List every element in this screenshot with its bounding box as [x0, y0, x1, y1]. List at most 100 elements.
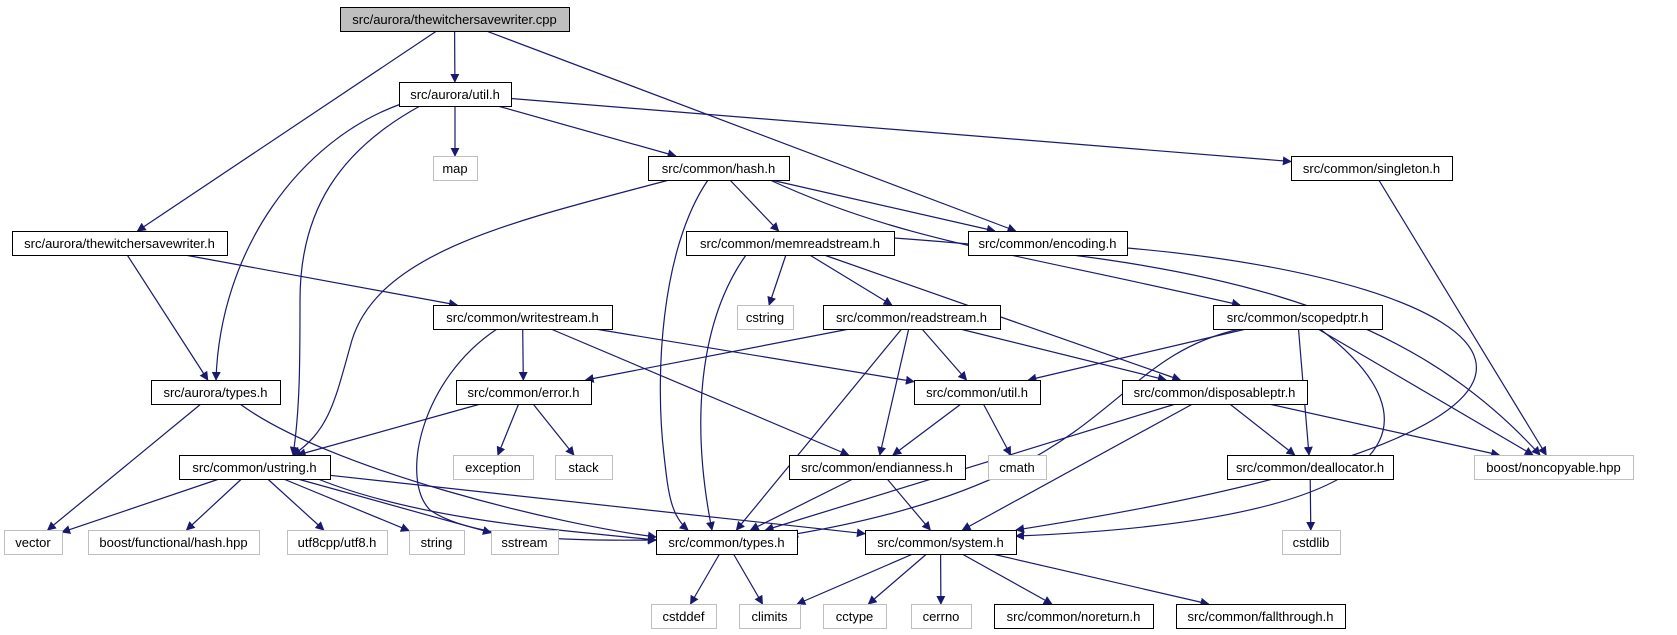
node-box: [399, 82, 512, 107]
node-box: [12, 231, 228, 256]
node-exception: exception: [453, 455, 534, 480]
edge-ustring-to-string: [283, 478, 410, 532]
node-sstream: sstream: [491, 530, 559, 555]
node-label: cctype: [836, 609, 874, 624]
edge-system-to-cctype: [867, 553, 927, 605]
node-box: [179, 455, 331, 480]
edge-disposable-to-common_types: [764, 403, 1176, 532]
edge-common_util-to-endianness: [892, 403, 962, 456]
edge-root-to-tw_h: [136, 30, 437, 232]
node-endianness[interactable]: src/common/endianness.h: [789, 455, 966, 480]
edge-readstream-to-error: [584, 328, 850, 383]
node-string: string: [409, 530, 465, 555]
edge-singleton-to-noncopyable: [1378, 179, 1547, 456]
node-box: [1122, 380, 1308, 405]
node-noreturn[interactable]: src/common/noreturn.h: [994, 604, 1154, 629]
edge-hash-to-encoding: [770, 179, 996, 234]
node-label: boost/functional/hash.hpp: [99, 535, 247, 550]
node-noncopyable: boost/noncopyable.hpp: [1474, 455, 1634, 480]
node-label: cstring: [746, 310, 784, 325]
edge-endianness-to-system: [886, 478, 931, 531]
node-label: sstream: [501, 535, 547, 550]
node-label: cstdlib: [1293, 535, 1330, 550]
node-bfhash: boost/functional/hash.hpp: [88, 530, 260, 555]
node-label: src/common/readstream.h: [836, 310, 987, 325]
edge-writestream-to-endianness: [550, 328, 850, 456]
edge-disposable-to-dealloc: [1229, 403, 1296, 456]
node-writestream[interactable]: src/common/writestream.h: [433, 305, 613, 330]
node-singleton[interactable]: src/common/singleton.h: [1291, 156, 1453, 181]
node-label: src/common/error.h: [468, 385, 580, 400]
node-label: src/common/system.h: [877, 535, 1003, 550]
edge-aurora_types-to-common_types: [239, 403, 657, 541]
node-box: [686, 231, 895, 256]
edge-util_aurora-to-aurora_types: [211, 103, 402, 381]
node-common_util[interactable]: src/common/util.h: [914, 380, 1041, 405]
edge-ustring-to-system: [329, 474, 866, 538]
edge-util_aurora-to-singleton: [510, 97, 1292, 166]
node-aurora_types[interactable]: src/aurora/types.h: [151, 380, 281, 405]
node-cctype: cctype: [823, 604, 887, 629]
edge-util_aurora-to-hash: [497, 105, 677, 159]
node-encoding[interactable]: src/common/encoding.h: [968, 231, 1128, 256]
node-box: [555, 455, 613, 480]
edge-hash-to-common_types: [659, 179, 709, 531]
node-box: [88, 530, 260, 555]
node-box: [988, 455, 1047, 480]
node-box: [823, 604, 887, 629]
node-box: [491, 530, 559, 555]
node-error[interactable]: src/common/error.h: [456, 380, 592, 405]
edge-error-to-stack: [532, 403, 575, 456]
node-fallthrough[interactable]: src/common/fallthrough.h: [1176, 604, 1346, 629]
edge-common_util-to-cmath: [982, 403, 1012, 456]
node-hash[interactable]: src/common/hash.h: [648, 156, 790, 181]
node-box: [651, 604, 717, 629]
node-scopedptr[interactable]: src/common/scopedptr.h: [1213, 305, 1383, 330]
edge-memread-to-readstream: [809, 254, 893, 306]
node-label: cerrno: [923, 609, 960, 624]
node-label: string: [421, 535, 453, 550]
node-memread[interactable]: src/common/memreadstream.h: [686, 231, 895, 256]
edge-scopedptr-to-common_types: [789, 328, 1241, 539]
node-disposable[interactable]: src/common/disposableptr.h: [1122, 380, 1308, 405]
node-box: [456, 380, 592, 405]
node-util_aurora[interactable]: src/aurora/util.h: [399, 82, 512, 107]
node-box: [914, 380, 1041, 405]
edge-common_types-to-climits: [732, 553, 764, 605]
edge-readstream-to-common_util: [921, 328, 968, 381]
node-label: src/common/deallocator.h: [1236, 460, 1384, 475]
node-box: [911, 604, 972, 629]
node-dealloc[interactable]: src/common/deallocator.h: [1227, 455, 1394, 480]
edge-memread-to-disposable: [824, 254, 1182, 382]
edge-memread-to-common_types: [700, 254, 747, 531]
node-map: map: [433, 156, 478, 181]
node-label: src/common/endianness.h: [801, 460, 953, 475]
node-box: [1291, 156, 1453, 181]
node-label: src/common/singleton.h: [1303, 161, 1440, 176]
edge-writestream-to-common_types: [416, 328, 657, 545]
edge-writestream-to-error: [518, 328, 528, 381]
node-box: [737, 305, 794, 330]
edge-scopedptr-to-system: [1015, 328, 1385, 541]
node-ustring[interactable]: src/common/ustring.h: [179, 455, 331, 480]
node-box: [4, 530, 63, 555]
node-label: vector: [15, 535, 51, 550]
node-tw_h[interactable]: src/aurora/thewitchersavewriter.h: [12, 231, 228, 256]
node-root[interactable]: src/aurora/thewitchersavewriter.cpp: [340, 7, 570, 32]
node-box: [823, 305, 1001, 330]
node-system[interactable]: src/common/system.h: [865, 530, 1017, 555]
node-readstream[interactable]: src/common/readstream.h: [823, 305, 1001, 330]
node-box: [739, 604, 801, 629]
node-label: climits: [751, 609, 788, 624]
node-box: [1227, 455, 1394, 480]
node-stack: stack: [555, 455, 613, 480]
node-box: [994, 604, 1154, 629]
node-box: [656, 530, 798, 555]
node-common_types[interactable]: src/common/types.h: [656, 530, 798, 555]
edge-system-to-climits: [796, 553, 914, 605]
node-label: src/common/disposableptr.h: [1134, 385, 1296, 400]
edge-readstream-to-common_types: [735, 328, 903, 531]
edge-scopedptr-to-noncopyable: [1317, 328, 1534, 456]
node-box: [789, 455, 966, 480]
